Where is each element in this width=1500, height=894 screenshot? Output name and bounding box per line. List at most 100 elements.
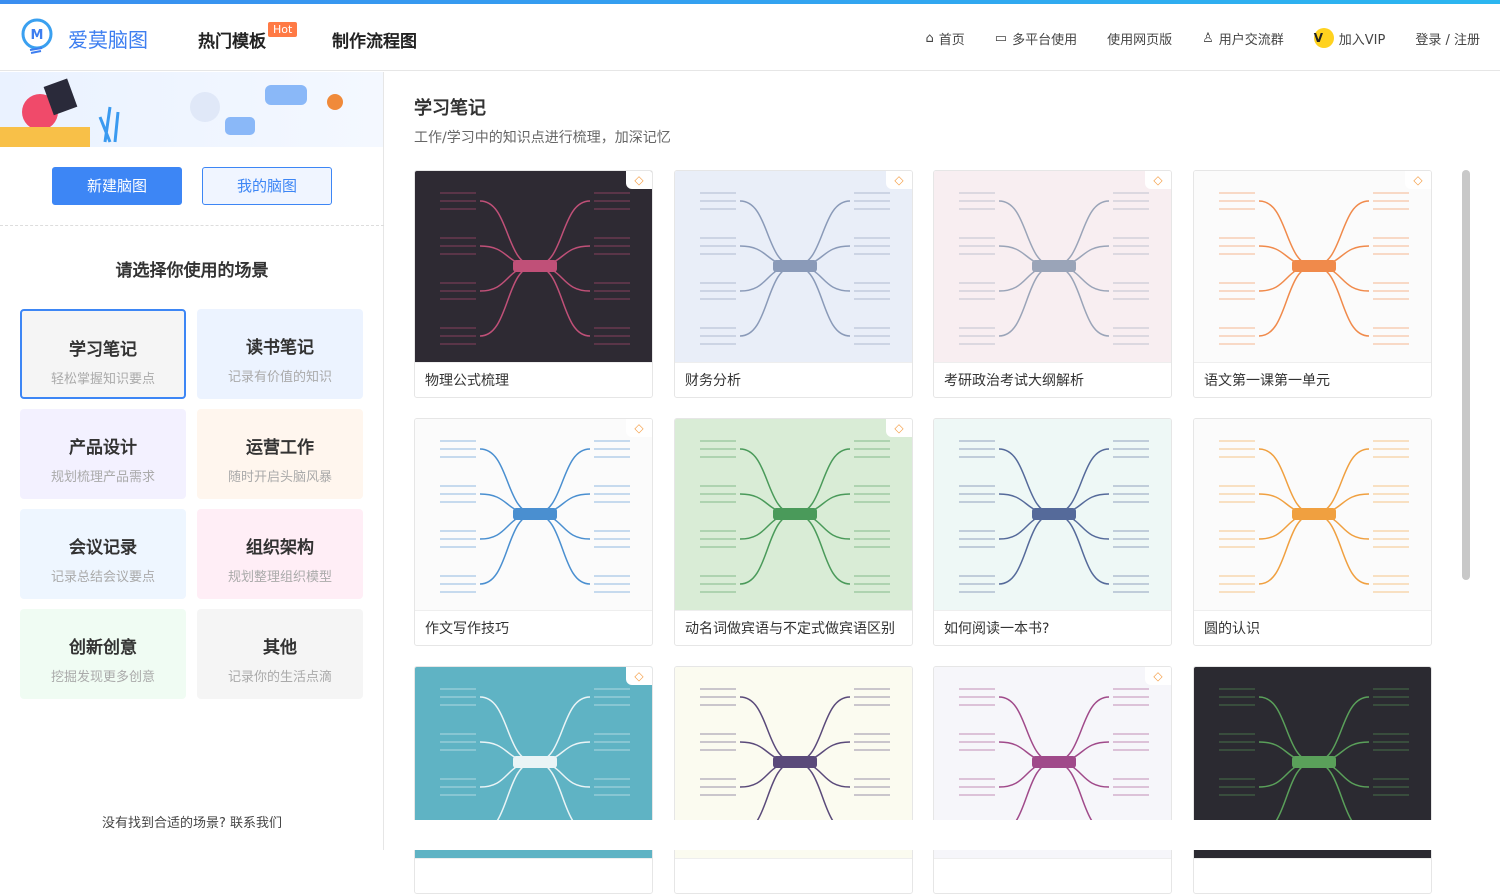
- home-icon: ⌂: [925, 30, 934, 46]
- logo-icon[interactable]: M: [20, 18, 54, 56]
- template-card[interactable]: ◇ 物理公式梳理: [414, 170, 653, 398]
- mindmap-preview: [440, 440, 630, 593]
- scene-card[interactable]: 运营工作随时开启头脑风暴: [197, 409, 363, 499]
- scene-card-title: 创新创意: [69, 638, 137, 658]
- premium-diamond-icon: ◇: [626, 667, 652, 685]
- template-title: [415, 858, 652, 893]
- template-thumbnail: ◇: [675, 171, 912, 362]
- scene-card-title: 读书笔记: [246, 338, 314, 358]
- page-title: 学习笔记: [414, 98, 486, 119]
- my-mindmaps-button[interactable]: 我的脑图: [202, 167, 332, 205]
- new-mindmap-button[interactable]: 新建脑图: [52, 167, 182, 205]
- scene-card-subtitle: 挖掘发现更多创意: [50, 670, 155, 685]
- nav-user-group[interactable]: ♙用户交流群: [1202, 30, 1284, 48]
- nav-flowchart[interactable]: 制作流程图: [332, 32, 417, 52]
- template-title: 作文写作技巧: [415, 610, 652, 645]
- sidebar: 新建脑图 我的脑图 请选择你使用的场景 学习笔记轻松掌握知识要点读书笔记记录有价…: [0, 72, 384, 850]
- template-card[interactable]: ◇ 考研政治考试大纲解析: [933, 170, 1172, 398]
- sidebar-banner-illustration: [0, 72, 383, 147]
- scene-card-subtitle: 规划整理组织模型: [227, 570, 332, 585]
- scene-card-title: 其他: [263, 638, 297, 658]
- template-card[interactable]: ◇ 财务分析: [674, 170, 913, 398]
- scene-card-title: 会议记录: [69, 538, 137, 558]
- scene-card-subtitle: 记录你的生活点滴: [227, 670, 332, 685]
- scene-card[interactable]: 学习笔记轻松掌握知识要点: [20, 309, 186, 399]
- scene-title: 请选择你使用的场景: [115, 261, 269, 281]
- scrollbar[interactable]: [1462, 170, 1470, 580]
- template-thumbnail: [1194, 419, 1431, 610]
- mindmap-preview: [1219, 440, 1409, 593]
- scene-card[interactable]: 创新创意挖掘发现更多创意: [20, 609, 186, 699]
- mindmap-preview: [440, 192, 630, 345]
- nav-home[interactable]: ⌂首页: [925, 30, 965, 48]
- template-card[interactable]: ◇: [414, 666, 653, 894]
- nav-hot-templates[interactable]: 热门模板: [198, 32, 266, 52]
- template-card[interactable]: ◇ 动名词做宾语与不定式做宾语区别: [674, 418, 913, 646]
- mindmap-preview: [959, 440, 1149, 593]
- divider: [0, 225, 384, 226]
- template-title: 圆的认识: [1194, 610, 1431, 645]
- scene-card-subtitle: 记录总结会议要点: [50, 570, 155, 585]
- template-title: 物理公式梳理: [415, 362, 652, 397]
- scene-card-subtitle: 记录有价值的知识: [227, 370, 332, 385]
- premium-diamond-icon: ◇: [626, 171, 652, 189]
- mindmap-preview: [1219, 192, 1409, 345]
- top-accent-bar: [0, 0, 1500, 4]
- template-card[interactable]: [1193, 666, 1432, 894]
- brand-name[interactable]: 爱莫脑图: [68, 28, 148, 52]
- hot-badge: Hot: [268, 22, 298, 37]
- template-title: 如何阅读一本书?: [934, 610, 1171, 645]
- scene-card[interactable]: 会议记录记录总结会议要点: [20, 509, 186, 599]
- template-title: [934, 858, 1171, 893]
- template-title: 语文第一课第一单元: [1194, 362, 1431, 397]
- nav-web-version[interactable]: 使用网页版: [1107, 32, 1173, 48]
- premium-diamond-icon: ◇: [1405, 171, 1431, 189]
- template-title: 动名词做宾语与不定式做宾语区别: [675, 610, 912, 645]
- scene-card-title: 运营工作: [246, 438, 314, 458]
- template-card[interactable]: ◇ 作文写作技巧: [414, 418, 653, 646]
- header: M 爱莫脑图 热门模板 Hot 制作流程图 ⌂首页 ▭多平台使用 使用网页版 ♙…: [0, 4, 1500, 71]
- template-thumbnail: [934, 419, 1171, 610]
- template-thumbnail: ◇: [934, 171, 1171, 362]
- template-thumbnail: ◇: [415, 171, 652, 362]
- scene-card[interactable]: 产品设计规划梳理产品需求: [20, 409, 186, 499]
- scene-card[interactable]: 读书笔记记录有价值的知识: [197, 309, 363, 399]
- devices-icon: ▭: [994, 30, 1008, 46]
- mindmap-preview: [700, 440, 890, 593]
- scene-card-title: 产品设计: [69, 438, 137, 458]
- premium-diamond-icon: ◇: [1145, 171, 1171, 189]
- premium-diamond-icon: ◇: [1145, 667, 1171, 685]
- scene-card[interactable]: 组织架构规划整理组织模型: [197, 509, 363, 599]
- scene-card[interactable]: 其他记录你的生活点滴: [197, 609, 363, 699]
- template-card[interactable]: 如何阅读一本书?: [933, 418, 1172, 646]
- viewport-bottom: [384, 820, 1500, 850]
- template-card[interactable]: ◇ 语文第一课第一单元: [1193, 170, 1432, 398]
- premium-diamond-icon: ◇: [886, 171, 912, 189]
- template-card[interactable]: [674, 666, 913, 894]
- template-title: [1194, 858, 1431, 893]
- template-title: 考研政治考试大纲解析: [934, 362, 1171, 397]
- template-thumbnail: ◇: [675, 419, 912, 610]
- page-subtitle: 工作/学习中的知识点进行梳理，加深记忆: [414, 130, 671, 146]
- nav-multi-platform[interactable]: ▭多平台使用: [994, 30, 1078, 48]
- scene-card-subtitle: 轻松掌握知识要点: [50, 372, 155, 387]
- svg-text:M: M: [31, 28, 44, 43]
- nav-login-register[interactable]: 登录 / 注册: [1415, 32, 1480, 48]
- template-title: [675, 858, 912, 893]
- scene-card-subtitle: 规划梳理产品需求: [50, 470, 155, 485]
- qq-icon: ♙: [1202, 30, 1214, 46]
- template-card[interactable]: 圆的认识: [1193, 418, 1432, 646]
- template-thumbnail: ◇: [1194, 171, 1431, 362]
- vip-icon: V: [1313, 28, 1334, 48]
- template-thumbnail: ◇: [415, 419, 652, 610]
- mindmap-preview: [700, 192, 890, 345]
- scene-card-title: 组织架构: [246, 538, 314, 558]
- premium-diamond-icon: ◇: [886, 419, 912, 437]
- scene-card-subtitle: 随时开启头脑风暴: [227, 470, 332, 485]
- template-card[interactable]: ◇: [933, 666, 1172, 894]
- premium-diamond-icon: ◇: [626, 419, 652, 437]
- mindmap-preview: [959, 192, 1149, 345]
- contact-us-link[interactable]: 没有找到合适的场景? 联系我们: [101, 816, 283, 831]
- template-title: 财务分析: [675, 362, 912, 397]
